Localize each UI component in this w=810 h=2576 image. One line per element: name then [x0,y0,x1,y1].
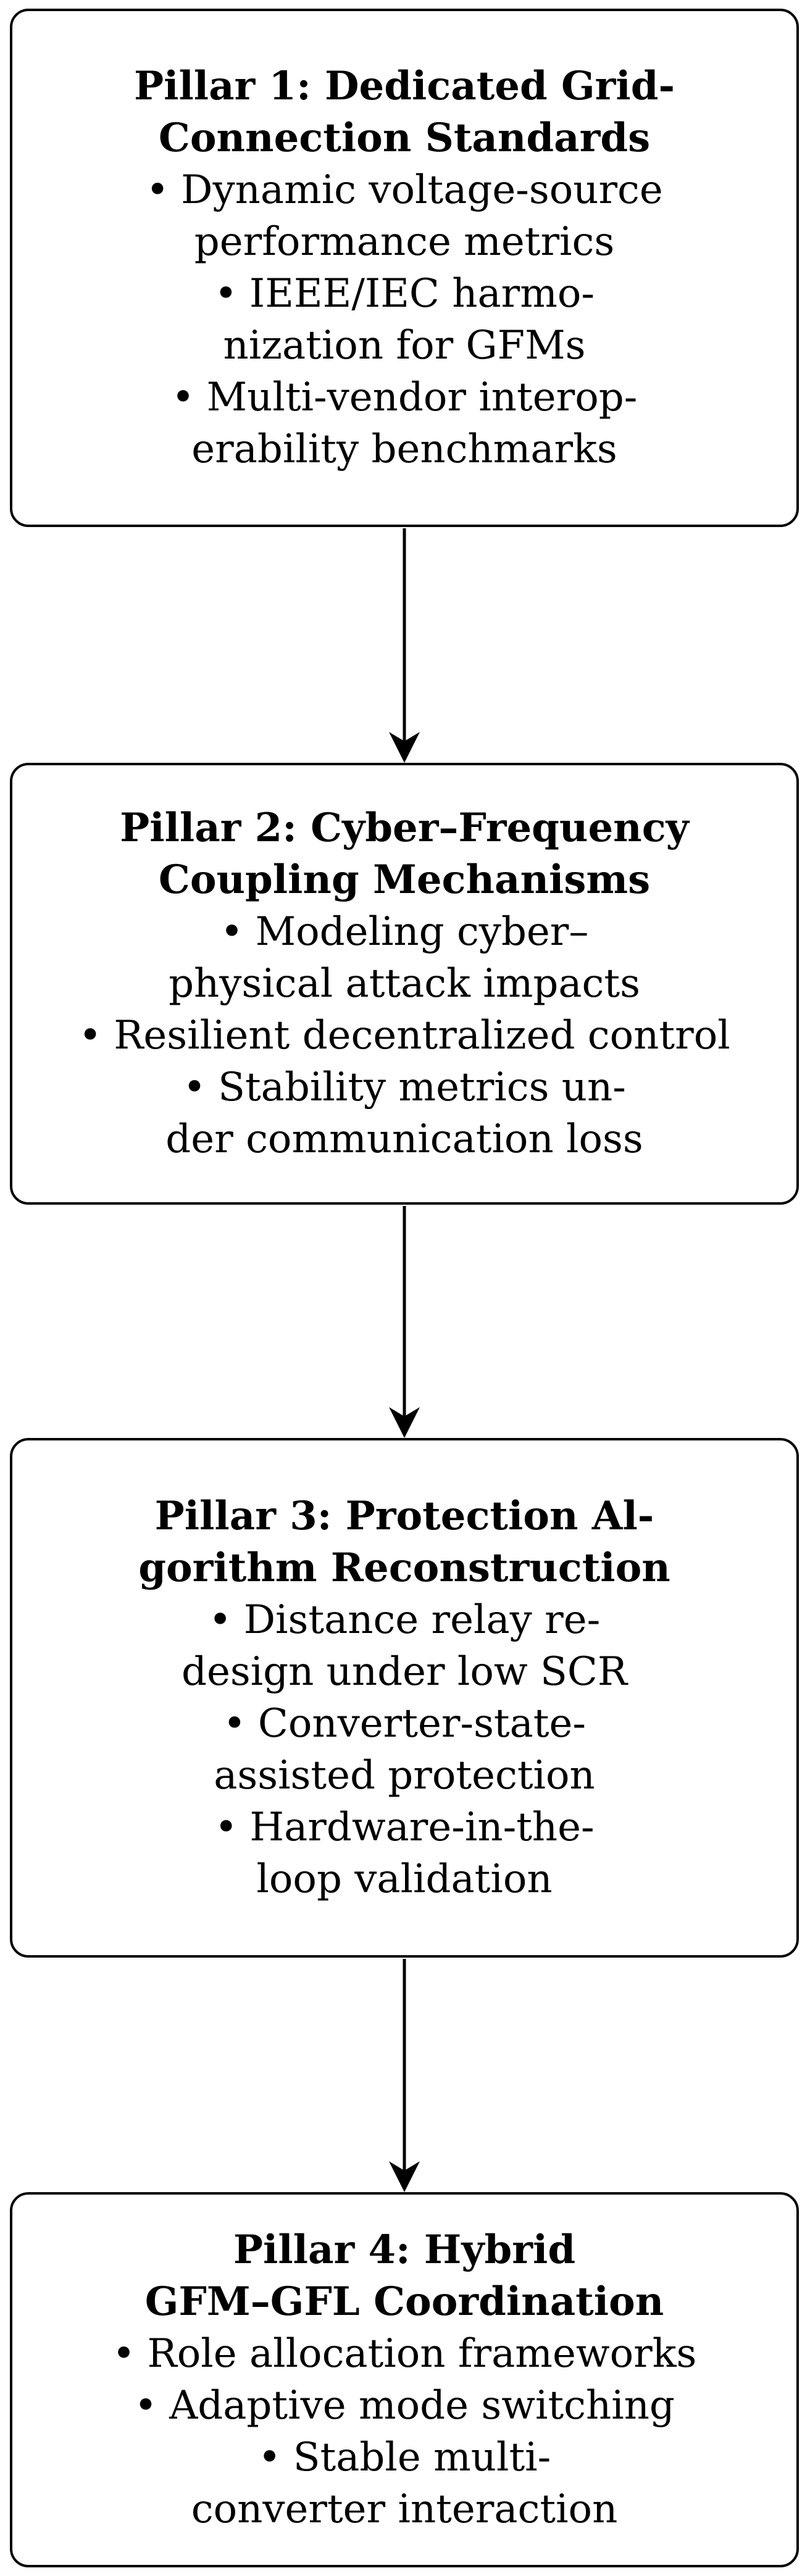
pillar-2-bullet-2: •Resilient decentralized control [78,1013,730,1058]
pillar-3-title-line-2: gorithm Reconstruction [138,1545,670,1591]
pillar-4-box: Pillar 4: Hybrid GFM–GFL Coordination •R… [10,2192,799,2567]
pillar-3-title: Pillar 3: Protection Al- gorithm Reconst… [138,1490,670,1594]
pillar-3-bullet-2: •Converter-state- assisted protection [214,1701,595,1798]
pillar-2-title: Pillar 2: Cyber–Frequency Coupling Mecha… [120,802,689,906]
pillar-2-box: Pillar 2: Cyber–Frequency Coupling Mecha… [10,763,799,1205]
bullet-dot-icon: • [146,167,169,213]
bullet-dot-icon: • [112,2331,136,2377]
pillar-1-bullet-1: •Dynamic voltage-source performance metr… [146,167,663,265]
pillar-1-bullet-2: •IEEE/IEC harmo- nization for GFMs [214,271,595,368]
pillar-1-title-line-2: Connection Standards [158,115,651,161]
pillar-3-bullet-1: •Distance relay re- design under low SCR [181,1597,628,1695]
pillar-4-title: Pillar 4: Hybrid GFM–GFL Coordination [145,2224,664,2328]
pillar-4-bullet-2: •Adaptive mode switching [134,2383,675,2429]
pillar-2-title-line-2: Coupling Mechanisms [158,857,651,903]
pillar-4-title-line-1: Pillar 4: Hybrid [233,2227,576,2273]
pillar-2-bullet-1: •Modeling cyber– physical attack impacts [169,909,640,1007]
pillar-3-title-line-1: Pillar 3: Protection Al- [154,1493,654,1539]
bullet-dot-icon: • [134,2383,157,2429]
bullet-dot-icon: • [214,271,238,317]
pillar-4-bullet-1: •Role allocation frameworks [112,2331,697,2377]
bullet-dot-icon: • [78,1013,102,1058]
pillar-1-bullet-3: •Multi-vendor interop- erability benchma… [171,375,638,472]
pillar-1-title-line-1: Pillar 1: Dedicated Grid- [134,63,675,109]
bullet-dot-icon: • [222,1701,246,1747]
pillar-4-bullet-3: •Stable multi- converter interaction [191,2435,618,2532]
bullet-dot-icon: • [214,1805,238,1850]
bullet-dot-icon: • [171,375,195,420]
bullet-dot-icon: • [183,1065,206,1110]
pillar-4-title-line-2: GFM–GFL Coordination [144,2279,664,2325]
pillar-3-box: Pillar 3: Protection Al- gorithm Reconst… [10,1438,799,1958]
pillar-2-bullet-3: •Stability metrics un- der communication… [165,1065,643,1162]
pillar-3-bullet-3: •Hardware-in-the- loop validation [214,1805,595,1902]
pillar-1-title: Pillar 1: Dedicated Grid- Connection Sta… [134,60,675,164]
bullet-dot-icon: • [220,909,244,955]
bullet-dot-icon: • [208,1597,232,1643]
bullet-dot-icon: • [257,2435,282,2480]
pillar-2-title-line-1: Pillar 2: Cyber–Frequency [120,805,689,851]
pillar-1-box: Pillar 1: Dedicated Grid- Connection Sta… [10,9,799,527]
